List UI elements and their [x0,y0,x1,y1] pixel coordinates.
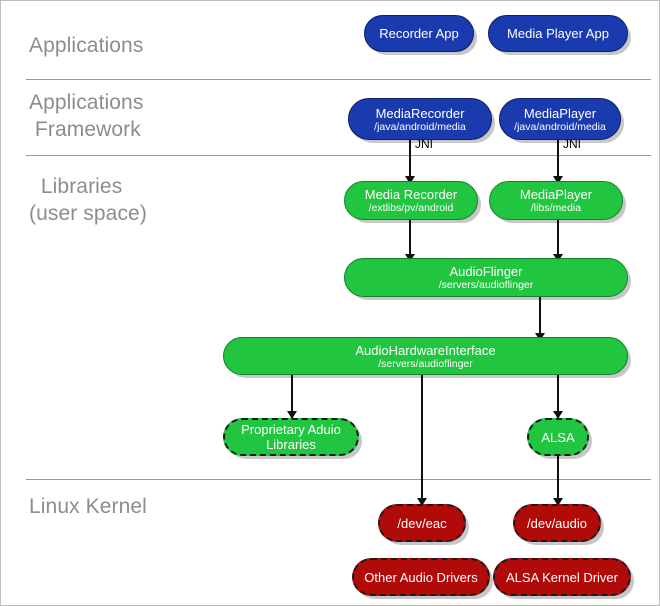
node-mediarecorder-framework[interactable]: MediaRecorder /java/android/media [348,98,492,140]
node-dev-eac[interactable]: /dev/eac [378,504,466,542]
layer-label-linux-kernel: Linux Kernel [29,495,147,518]
node-audiohardwareinterface-title: AudioHardwareInterface [355,342,496,358]
node-media-recorder-library-title: Media Recorder [364,187,458,202]
divider-applications [26,79,651,80]
layer-label-libraries: Libraries (user space) [29,175,147,225]
arrowhead-ahi-to-dev-eac [417,498,427,506]
node-alsa-kernel-driver[interactable]: ALSA Kernel Driver [493,558,631,596]
node-other-audio-drivers-title: Other Audio Drivers [364,569,478,585]
connector-audioflinger-to-audiohardwareinterface [539,297,541,343]
node-mediaplayer-library-path: /libs/media [530,202,582,214]
node-recorder-app[interactable]: Recorder App [364,15,474,52]
node-mediaplayer-framework-path: /java/android/media [514,120,606,133]
node-audioflinger-path: /servers/audioflinger [438,279,534,291]
arrowhead-alsa-to-dev-audio [553,498,563,506]
divider-libraries [26,479,651,480]
node-proprietary-audio-libraries-title: Proprietary Aduio Libraries [241,422,341,452]
arrowhead-mediarecorder-jni [405,176,415,184]
arrowhead-ahi-to-alsa [553,411,563,419]
jni-label-left: JNI [415,137,433,151]
node-mediarecorder-framework-path: /java/android/media [374,120,466,133]
node-media-recorder-library[interactable]: Media Recorder /extlibs/pv/android [344,181,478,220]
node-alsa-kernel-driver-title: ALSA Kernel Driver [506,569,618,585]
node-alsa[interactable]: ALSA [527,418,589,456]
node-recorder-app-title: Recorder App [379,26,459,41]
node-media-player-app-title: Media Player App [507,26,609,41]
connector-alsa-to-dev-audio [557,455,559,506]
connector-mediaplayer-jni [557,140,559,181]
jni-label-right: JNI [563,137,581,151]
connector-ahi-to-proprietary-libraries [291,375,293,419]
node-audiohardwareinterface[interactable]: AudioHardwareInterface /servers/audiofli… [223,337,628,375]
node-mediaplayer-library[interactable]: MediaPlayer /libs/media [489,181,623,220]
node-mediaplayer-framework-title: MediaPlayer [523,105,597,121]
divider-applications-framework [26,155,651,156]
node-alsa-title: ALSA [541,429,575,445]
arrowhead-ahi-to-proprietary-libraries [287,411,297,419]
node-mediaplayer-framework[interactable]: MediaPlayer /java/android/media [499,98,621,140]
connector-ahi-to-alsa [557,375,559,419]
node-audioflinger-title: AudioFlinger [449,264,523,279]
node-mediarecorder-framework-title: MediaRecorder [375,105,465,121]
node-mediaplayer-library-title: MediaPlayer [519,187,593,202]
node-other-audio-drivers[interactable]: Other Audio Drivers [352,558,490,596]
connector-mediarecorder-jni [409,140,411,181]
node-audiohardwareinterface-path: /servers/audioflinger [378,357,473,370]
node-media-player-app[interactable]: Media Player App [488,15,628,52]
node-dev-audio-title: /dev/audio [527,515,587,531]
node-dev-audio[interactable]: /dev/audio [513,504,601,542]
connector-mediarecorder-to-audioflinger [409,220,411,262]
layer-label-applications: Applications [29,34,144,57]
node-dev-eac-title: /dev/eac [397,515,447,531]
layer-label-applications-framework: Applications Framework [29,91,144,141]
connector-mediaplayer-to-audioflinger [557,220,559,262]
arrowhead-mediaplayer-jni [553,176,563,184]
node-media-recorder-library-path: /extlibs/pv/android [368,202,454,214]
node-audioflinger[interactable]: AudioFlinger /servers/audioflinger [344,258,628,297]
connector-ahi-to-dev-eac [421,375,423,506]
node-proprietary-audio-libraries[interactable]: Proprietary Aduio Libraries [223,418,359,456]
